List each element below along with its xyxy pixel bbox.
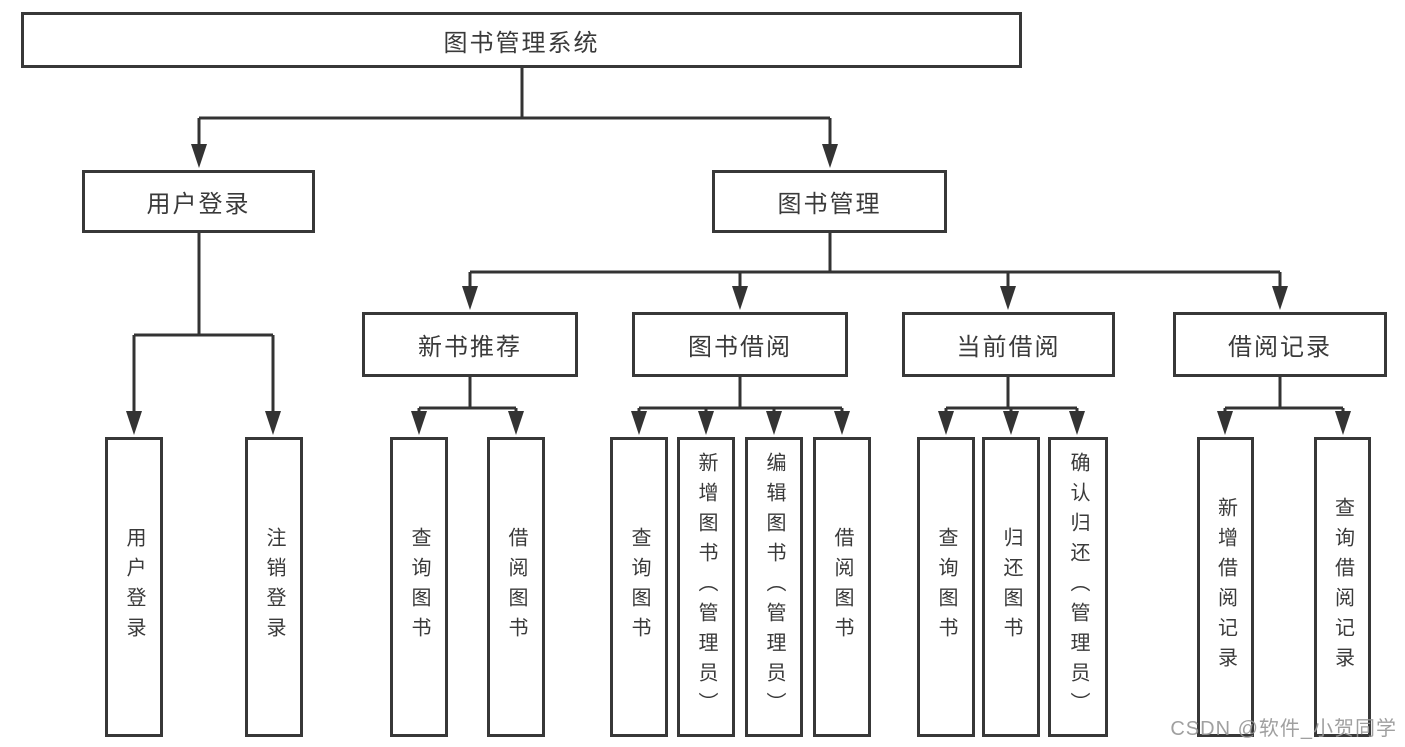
leaf-logout: 注销登录 [245, 437, 303, 737]
leaf-confirm-return-admin: 确认归还（管理员） [1048, 437, 1108, 737]
leaf-borrow-books: 借阅图书 [813, 437, 871, 737]
leaf-user-login-label: 用户登录 [123, 527, 145, 647]
node-current-borrow-label: 当前借阅 [956, 334, 1061, 361]
leaf-borrow-books-label: 借阅图书 [831, 527, 853, 647]
node-book-borrow: 图书借阅 [632, 312, 848, 377]
leaf-query-borrow-record: 查询借阅记录 [1314, 437, 1371, 737]
leaf-return-book-label: 归还图书 [1000, 527, 1022, 647]
leaf-query-books-borrow: 查询图书 [610, 437, 668, 737]
leaf-add-book-admin-label: 新增图书（管理员） [695, 452, 717, 722]
node-user-login-label: 用户登录 [146, 191, 251, 218]
node-book-management-label: 图书管理 [777, 191, 882, 218]
leaf-logout-label: 注销登录 [263, 527, 285, 647]
node-borrow-records: 借阅记录 [1173, 312, 1387, 377]
node-new-book-recommend: 新书推荐 [362, 312, 578, 377]
leaf-confirm-return-admin-label: 确认归还（管理员） [1067, 452, 1089, 722]
leaf-borrow-books-recommend: 借阅图书 [487, 437, 545, 737]
node-new-book-recommend-label: 新书推荐 [418, 334, 522, 361]
leaf-query-books-current: 查询图书 [917, 437, 975, 737]
leaf-user-login: 用户登录 [105, 437, 163, 737]
leaf-edit-book-admin-label: 编辑图书（管理员） [763, 452, 785, 722]
node-root: 图书管理系统 [21, 12, 1022, 68]
leaf-edit-book-admin: 编辑图书（管理员） [745, 437, 803, 737]
leaf-query-books-recommend: 查询图书 [390, 437, 448, 737]
node-user-login: 用户登录 [82, 170, 315, 233]
leaf-query-borrow-record-label: 查询借阅记录 [1331, 497, 1354, 677]
leaf-return-book: 归还图书 [982, 437, 1040, 737]
node-root-label: 图书管理系统 [443, 29, 600, 57]
leaf-query-books-borrow-label: 查询图书 [628, 527, 650, 647]
node-borrow-records-label: 借阅记录 [1228, 334, 1332, 361]
node-book-borrow-label: 图书借阅 [688, 334, 792, 361]
leaf-add-borrow-record: 新增借阅记录 [1197, 437, 1254, 737]
leaf-borrow-books-recommend-label: 借阅图书 [505, 527, 527, 647]
node-book-management: 图书管理 [712, 170, 947, 233]
arrowheads [126, 144, 1351, 435]
node-current-borrow: 当前借阅 [902, 312, 1115, 377]
leaf-add-book-admin: 新增图书（管理员） [677, 437, 735, 737]
leaf-add-borrow-record-label: 新增借阅记录 [1214, 497, 1237, 677]
leaf-query-books-recommend-label: 查询图书 [408, 527, 430, 647]
leaf-query-books-current-label: 查询图书 [935, 527, 957, 647]
csdn-watermark: CSDN @软件_小贺同学 [1170, 718, 1397, 740]
